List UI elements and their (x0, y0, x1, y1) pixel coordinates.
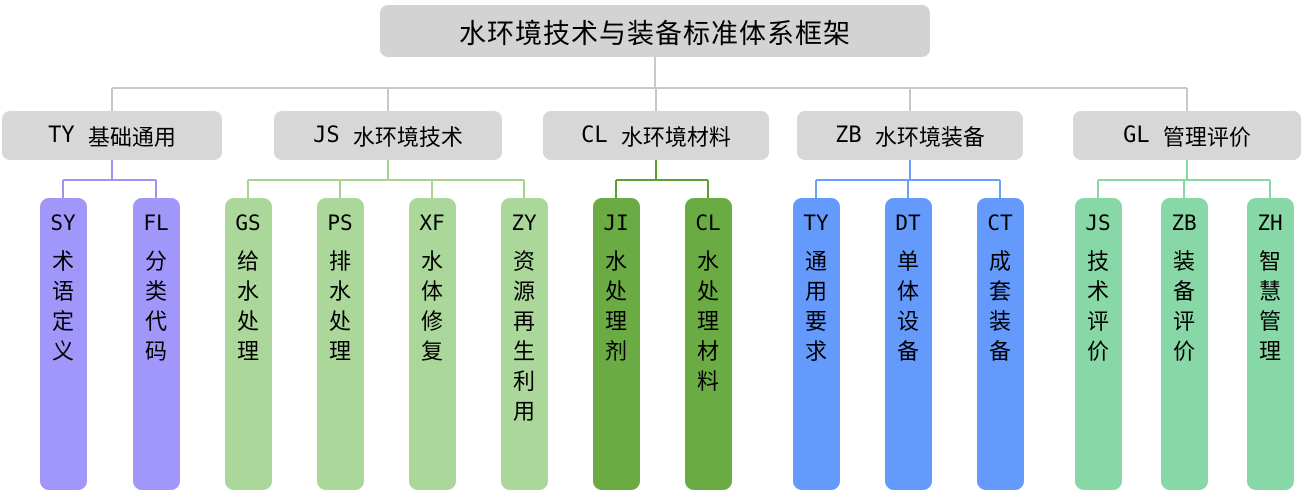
category-gl: GL 管理评价 (1073, 111, 1301, 160)
leaf-zb-ct: CT 成套装备 (976, 198, 1024, 490)
leaf-cl-cl: CL 水处理材料 (684, 198, 732, 490)
leaf-name: 通用要求 (804, 250, 827, 365)
category-zb: ZB 水环境装备 (797, 111, 1023, 160)
root-title: 水环境技术与装备标准体系框架 (380, 5, 930, 57)
leaf-js-gs: GS 给水处理 (224, 198, 272, 490)
leaf-gl-zb: ZB 装备评价 (1160, 198, 1208, 490)
leaf-code: FL (143, 211, 169, 235)
leaf-code: CT (987, 211, 1013, 235)
category-name: 水环境材料 (620, 125, 731, 151)
leaf-code: PS (327, 211, 353, 235)
category-separator (75, 123, 88, 148)
leaf-name: 成套装备 (988, 250, 1011, 365)
category-name: 基础通用 (87, 125, 176, 151)
leaf-name: 水处理剂 (604, 250, 627, 365)
leaf-code: ZH (1257, 211, 1283, 235)
leaf-name: 智慧管理 (1258, 250, 1281, 365)
category-code: CL (581, 123, 608, 148)
category-separator (1150, 123, 1163, 148)
category-code: JS (313, 123, 340, 148)
leaf-name: 技术评价 (1086, 250, 1109, 365)
leaf-code: GS (235, 211, 261, 235)
leaf-code: ZY (511, 211, 537, 235)
leaf-name: 给水处理 (236, 250, 259, 365)
leaf-code: TY (803, 211, 829, 235)
leaf-code: DT (895, 211, 921, 235)
leaf-zb-dt: DT 单体设备 (884, 198, 932, 490)
category-code: GL (1123, 123, 1150, 148)
leaf-code: SY (50, 211, 76, 235)
leaf-js-xf: XF 水体修复 (408, 198, 456, 490)
category-cl: CL 水环境材料 (543, 111, 769, 160)
leaf-code: CL (695, 211, 721, 235)
category-separator (608, 123, 621, 148)
category-code: TY (48, 123, 75, 148)
leaf-name: 单体设备 (896, 250, 919, 365)
leaf-gl-js: JS 技术评价 (1074, 198, 1122, 490)
leaf-code: ZB (1171, 211, 1197, 235)
leaf-ty-sy: SY 术语定义 (39, 198, 87, 490)
category-name: 水环境装备 (874, 125, 985, 151)
category-name: 水环境技术 (352, 125, 463, 151)
leaf-name: 分类代码 (144, 250, 167, 365)
leaf-gl-zh: ZH 智慧管理 (1246, 198, 1294, 490)
root-title-text: 水环境技术与装备标准体系框架 (459, 18, 851, 50)
leaf-zb-ty: TY 通用要求 (792, 198, 840, 490)
leaf-ty-fl: FL 分类代码 (132, 198, 180, 490)
leaf-name: 水处理材料 (696, 250, 719, 395)
leaf-js-ps: PS 排水处理 (316, 198, 364, 490)
leaf-js-zy: ZY 资源再生利用 (500, 198, 548, 490)
category-separator (340, 123, 353, 148)
category-name: 管理评价 (1162, 125, 1251, 151)
leaf-code: JS (1085, 211, 1111, 235)
leaf-name: 术语定义 (51, 250, 74, 365)
leaf-name: 排水处理 (328, 250, 351, 365)
leaf-cl-ji: JI 水处理剂 (592, 198, 640, 490)
leaf-code: JI (603, 211, 629, 235)
leaf-name: 资源再生利用 (512, 250, 535, 425)
category-code: ZB (835, 123, 862, 148)
category-js: JS 水环境技术 (274, 111, 502, 160)
leaf-name: 水体修复 (420, 250, 443, 365)
leaf-name: 装备评价 (1172, 250, 1195, 365)
category-ty: TY 基础通用 (2, 111, 222, 160)
category-separator (862, 123, 875, 148)
leaf-code: XF (419, 211, 445, 235)
